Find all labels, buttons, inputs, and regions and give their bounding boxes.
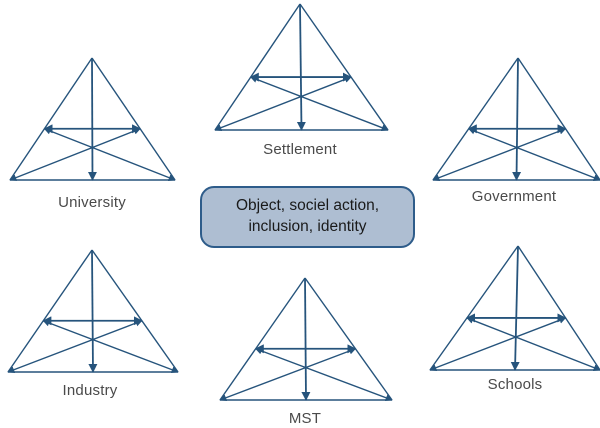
triangle-side-left — [432, 57, 519, 181]
activity-triangle-university — [9, 57, 176, 181]
triangle-side-right — [517, 57, 600, 181]
triangle-side-right — [91, 249, 179, 373]
diagonal-right-to-left-mid — [42, 319, 179, 374]
diagonal-right-to-left-mid — [255, 347, 393, 402]
triangle-side-right — [304, 277, 393, 401]
vertical-arrow — [510, 245, 520, 371]
activity-triangle-mst — [219, 277, 393, 402]
vertical-arrow — [88, 249, 98, 373]
activity-triangle-settlement — [214, 3, 389, 132]
center-box-line-2: inclusion, identity — [248, 218, 367, 235]
triangle-side-right — [517, 245, 600, 371]
triangle-side-left — [219, 277, 306, 401]
vertical-arrow — [301, 277, 311, 401]
center-concept-box: Object, sociel action, inclusion, identi… — [200, 186, 415, 248]
triangle-side-right — [91, 57, 176, 181]
center-box-line-1: Object, sociel action, — [235, 197, 379, 215]
diagonal-left-to-right-mid — [432, 127, 567, 181]
activity-triangle-government — [432, 57, 600, 181]
vertical-arrow — [296, 3, 306, 131]
diagonal-right-to-left-mid — [466, 316, 600, 371]
vertical-arrow — [87, 57, 97, 181]
node-label-university: University — [58, 194, 126, 211]
diagonal-left-to-right-mid — [7, 319, 143, 374]
diagonal-right-to-left-mid — [43, 127, 176, 181]
vertical-arrow — [512, 57, 522, 181]
diagonal-left-to-right-mid — [9, 127, 141, 181]
activity-triangle-industry — [7, 249, 179, 374]
activity-triangle-schools — [429, 245, 600, 372]
triangle-side-left — [214, 3, 301, 131]
diagonal-left-to-right-mid — [429, 316, 567, 372]
diagonal-right-to-left-mid — [468, 127, 600, 181]
triangle-side-right — [299, 3, 389, 131]
diagonal-left-to-right-mid — [214, 76, 352, 131]
node-label-industry: Industry — [62, 382, 118, 399]
node-label-settlement: Settlement — [263, 141, 337, 158]
triangle-side-left — [9, 57, 93, 181]
diagonal-left-to-right-mid — [219, 347, 357, 402]
triangle-side-left — [7, 249, 93, 373]
node-label-government: Government — [471, 188, 557, 205]
node-label-schools: Schools — [487, 376, 543, 393]
diagonal-right-to-left-mid — [250, 76, 389, 132]
node-label-mst: MST — [288, 410, 322, 427]
triangle-side-left — [429, 245, 519, 371]
